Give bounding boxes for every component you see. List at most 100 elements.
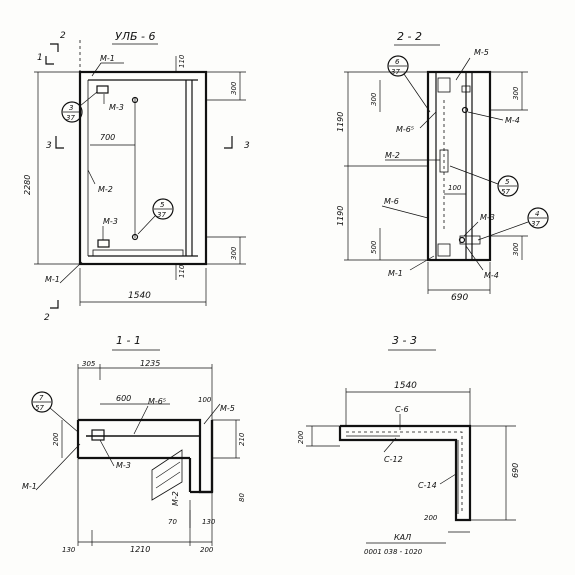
leader-m6 (381, 205, 429, 219)
beam-hatch (151, 449, 183, 501)
front-view-title: УЛБ - 6 (115, 30, 155, 43)
section-3-title: 3 - 3 (392, 334, 417, 347)
ref-top: 7 (39, 394, 44, 402)
dim-width: 1540 (128, 291, 151, 301)
leader-m1 (35, 443, 81, 491)
ref-top: 5 (505, 178, 510, 186)
label-m6-top: М-6⁵ (396, 125, 414, 134)
dim-width: 690 (451, 293, 468, 303)
dim-100: 100 (198, 396, 212, 404)
dim-bottom-right: 300 (230, 246, 238, 260)
dim-600: 600 (116, 394, 131, 403)
ref-top: 4 (535, 210, 539, 218)
label-m2: М-2 (171, 491, 180, 506)
bottom-plate (92, 249, 184, 257)
leader-c12 (383, 437, 397, 453)
label-m5: М-5 (220, 404, 235, 413)
ref-top: 3 (69, 104, 73, 112)
dim-bottom-offset: 110 (178, 264, 186, 278)
dim-top-b: 1235 (140, 359, 160, 368)
cut-2-top: 2 (60, 31, 66, 41)
label-m1: М-1 (22, 482, 37, 491)
leader-m1 (409, 255, 435, 271)
leader-m1-top (91, 62, 102, 77)
dim-top-a: 305 (82, 360, 96, 368)
stamp-bottom: 0001 038 - 1020 (364, 548, 423, 556)
label-m6: М-6⁵ (148, 397, 166, 406)
ref-circle-7-57: 7 57 (31, 391, 79, 433)
section-2-2: 2 - 2 1190 1190 300 500 300 300 (336, 30, 549, 303)
label-c14: С-14 (418, 481, 437, 490)
label-m1-top: М-1 (100, 54, 115, 63)
label-m3: М-3 (116, 461, 131, 470)
ref-circle-6-37: 6 37 (387, 55, 431, 113)
leader-m1-bottom (59, 261, 83, 284)
hole-bottom (131, 233, 139, 241)
dim-bottom-1210: 1210 (130, 545, 150, 554)
embed-m3 (91, 429, 105, 441)
dim-right-210: 210 (238, 432, 246, 446)
section-1-title: 1 - 1 (116, 334, 141, 347)
hole-bottom (458, 236, 466, 244)
cut-1: 1 (37, 53, 43, 63)
leader-m2 (87, 169, 96, 185)
ref-bottom: 37 (531, 220, 540, 228)
leader-m5 (203, 403, 221, 425)
leader-m3 (99, 439, 115, 467)
label-m5: М-5 (474, 48, 489, 57)
cut-3-left: 3 (46, 141, 52, 151)
dim-top-right: 300 (230, 81, 238, 95)
label-m1-bottom: М-1 (45, 275, 60, 284)
dim-left-200: 200 (52, 432, 60, 446)
cut-mark-1 (45, 56, 54, 65)
leader-m5 (455, 57, 471, 81)
embed-top-r (461, 85, 471, 93)
label-c6: С-6 (395, 405, 409, 414)
dim-width: 1540 (394, 381, 417, 391)
dim-top-left: 300 (370, 92, 378, 106)
cut-2-bottom: 2 (44, 313, 50, 323)
l-outline (338, 424, 472, 522)
label-m3-top: М-3 (109, 103, 124, 112)
ref-bottom: 37 (66, 114, 75, 122)
front-view: УЛБ - 6 М-1 М-3 М-2 М-3 М-1 700 (23, 30, 250, 323)
panel-outline (78, 70, 208, 266)
label-m3: М-3 (480, 213, 495, 222)
ref-bottom: 57 (501, 188, 510, 196)
section-outline (426, 70, 492, 262)
ref-top: 5 (160, 201, 165, 209)
embed-m3-top (96, 85, 109, 94)
dim-bottom-130: 130 (62, 546, 76, 554)
label-m2: М-2 (385, 151, 400, 160)
stamp-top: КАЛ (394, 533, 411, 542)
cut-mark-3-left (55, 136, 64, 149)
ref-bottom: 37 (157, 211, 166, 219)
rebar-l (86, 435, 201, 484)
dim-700: 700 (100, 133, 115, 142)
dim-right-80: 80 (238, 493, 246, 502)
l-outer-top (78, 418, 214, 494)
label-m3-bottom: М-3 (103, 217, 118, 226)
label-m4-bottom: М-4 (484, 271, 499, 280)
dim-bottom-200: 200 (424, 514, 438, 522)
leader-m3 (463, 221, 479, 237)
cut-mark-2-top (50, 43, 59, 52)
rebar-c6 (346, 431, 463, 514)
section-3-3: 3 - 3 1540 200 690 200 С-6 С-12 С-14 (297, 334, 520, 556)
ref-circle-5-37: 5 37 (137, 198, 174, 235)
dim-right-690: 690 (511, 463, 520, 478)
label-m4-top: М-4 (505, 116, 520, 125)
ref-circle-4-37: 4 37 (477, 207, 549, 241)
leader-m4-bottom (465, 245, 484, 271)
dim-left-200: 200 (297, 430, 305, 444)
dim-bottom-200: 200 (200, 546, 214, 554)
label-c12: С-12 (384, 455, 403, 464)
cut-mark-2-bottom (50, 300, 59, 309)
embed-top (437, 77, 451, 93)
dim-top-offset: 110 (178, 54, 186, 68)
section-1-1: 1 - 1 305 1235 600 100 200 210 80 (22, 334, 246, 554)
label-m2: М-2 (98, 185, 113, 194)
label-m6: М-6 (384, 197, 399, 206)
